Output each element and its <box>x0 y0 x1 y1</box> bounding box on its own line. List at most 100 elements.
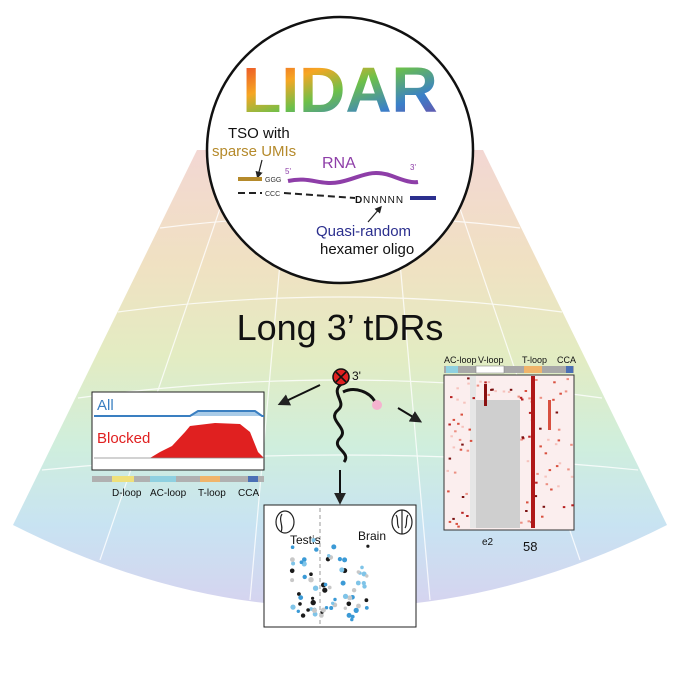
heatmap-cell <box>570 443 573 446</box>
heatmap-cell <box>564 390 568 393</box>
scatter-point <box>290 604 296 610</box>
heatmap-cell <box>450 435 453 438</box>
heatmap-cell <box>461 496 465 498</box>
scatter-point <box>361 581 366 586</box>
heatmap-cell <box>524 390 528 392</box>
heatmap-cell <box>555 411 559 414</box>
heatmap-cell <box>555 465 559 468</box>
heatmap-cell <box>459 448 463 451</box>
heatmap-cell <box>539 427 542 430</box>
heatmap-cell <box>468 428 471 431</box>
heatmap-cell <box>542 505 546 508</box>
heatmap-cell <box>521 436 524 439</box>
scatter-point <box>350 614 355 619</box>
heatmap-cell <box>452 517 455 520</box>
scatter-point <box>290 545 295 549</box>
scatter-point <box>346 612 352 618</box>
heatmap-cell <box>547 438 550 441</box>
heatmap-cell <box>456 398 459 401</box>
scatter-point <box>331 544 337 550</box>
heatmap-cell <box>559 392 562 395</box>
blocked-coverage-track <box>94 423 264 458</box>
heatmap-cell <box>448 423 451 426</box>
heatmap-cell <box>517 395 520 398</box>
heatmap-cell <box>463 401 466 404</box>
heatmap-cell <box>491 388 494 391</box>
heatmap-cell <box>521 398 524 401</box>
heatmap-cell <box>465 492 468 495</box>
scatter-point <box>356 570 361 574</box>
center-three-prime: 3' <box>352 369 361 383</box>
scatter-point <box>342 557 348 563</box>
scatter-point <box>346 601 352 607</box>
heatmap-cell <box>452 446 456 449</box>
scatter-points <box>289 538 370 622</box>
region-label-d-loop: D-loop <box>112 488 142 499</box>
heatmap-panel <box>443 374 575 531</box>
scatter-point <box>300 613 306 618</box>
headline: Long 3’ tDRs <box>237 307 444 348</box>
scatter-point <box>340 580 346 586</box>
heatmap-cell <box>476 384 480 387</box>
heatmap-cell <box>467 377 470 380</box>
heatmap-cell <box>487 393 490 396</box>
heatmap-cell <box>460 413 463 416</box>
scatter-point <box>297 592 301 596</box>
scatter-point <box>353 607 359 614</box>
scatter-point <box>355 580 361 586</box>
heatmap-cell <box>553 381 556 384</box>
heatmap-cell <box>454 430 457 433</box>
five-prime-label: 5' <box>285 167 291 176</box>
heatmap-x-label-58: 58 <box>523 539 537 554</box>
heatmap-cell <box>528 411 532 414</box>
scatter-point <box>290 557 295 562</box>
scatter-point <box>324 606 329 610</box>
arrow-to-heatmap <box>397 407 423 423</box>
heatmap-cell <box>456 387 459 390</box>
scatter-point <box>298 602 302 606</box>
heatmap-cell <box>458 438 462 441</box>
heatmap-cell <box>469 439 473 442</box>
scatter-point <box>342 593 349 600</box>
scatter-panel: Testis Brain <box>263 504 417 628</box>
heatmap-cell <box>479 380 482 383</box>
heatmap-cell <box>455 522 458 525</box>
heatmap-cell <box>571 504 574 507</box>
scatter-point <box>291 561 296 566</box>
scatter-point <box>296 609 300 613</box>
heatmap-region-cca: CCA <box>557 355 576 365</box>
scatter-point <box>312 585 319 591</box>
heatmap-cell <box>525 510 528 512</box>
heatmap-cell <box>567 468 570 471</box>
heatmap-cell <box>535 379 538 381</box>
scatter-point <box>314 547 319 552</box>
heatmap-cell <box>557 428 561 431</box>
all-label: All <box>97 397 114 414</box>
rna-strand <box>287 171 419 185</box>
oligo-label-line2: hexamer oligo <box>320 241 414 258</box>
scatter-point <box>308 577 314 583</box>
heatmap-cell <box>526 460 530 463</box>
heatmap-cell <box>526 501 529 504</box>
heatmap-cell <box>554 443 558 446</box>
heatmap-cell <box>467 382 470 385</box>
heatmap-cell <box>536 472 539 475</box>
heatmap-region-bar <box>444 365 574 374</box>
arrow-to-coverage <box>277 384 321 406</box>
scatter-point <box>356 603 361 609</box>
scatter-point <box>322 587 328 593</box>
heatmap-cell <box>446 469 449 472</box>
blocked-label: Blocked <box>97 430 150 447</box>
tso-label-line2: sparse UMIs <box>212 143 296 160</box>
scatter-point <box>290 578 295 583</box>
oligo-n-label: NNNNN <box>363 195 404 206</box>
heatmap-cell <box>520 438 523 441</box>
scatter-point <box>312 608 317 613</box>
coverage-region-bar <box>92 476 264 482</box>
heatmap-cell <box>461 425 464 428</box>
heatmap-x-label-e2: e2 <box>482 537 494 548</box>
heatmap-cell <box>509 388 513 391</box>
scatter-point <box>365 574 369 578</box>
trna-fragment-glyph: 3' <box>332 368 382 463</box>
oligo-pointer-arrow <box>367 205 382 223</box>
